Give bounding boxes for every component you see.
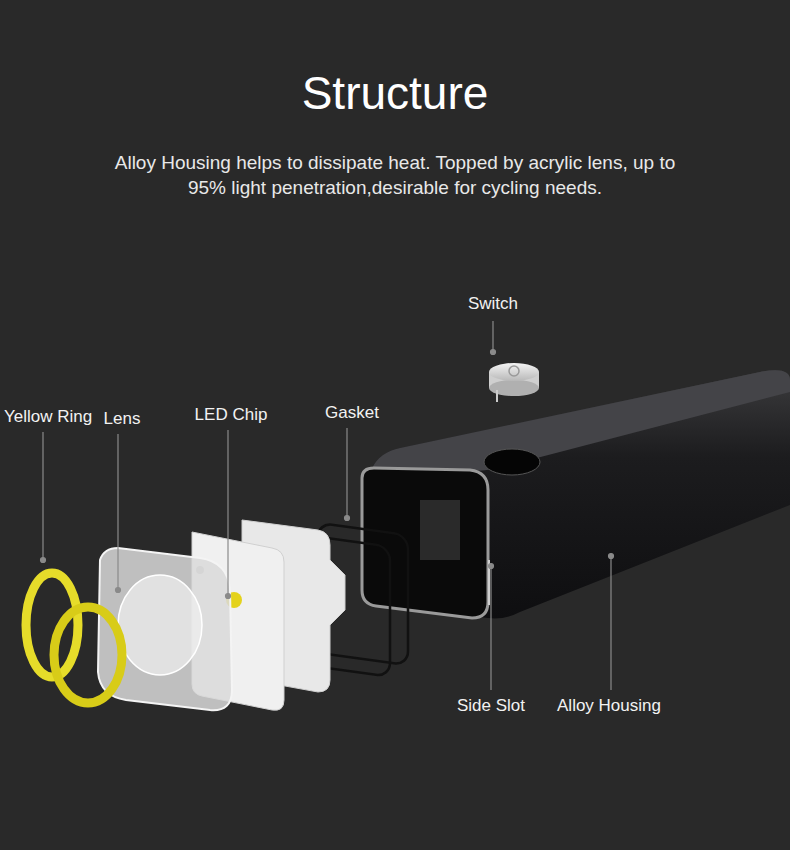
part-label: Yellow Ring <box>4 407 92 427</box>
part-label: Switch <box>468 294 518 314</box>
part-label: Gasket <box>325 403 379 423</box>
page-title: Structure <box>0 66 790 120</box>
part-label: LED Chip <box>195 405 268 425</box>
part-label: Alloy Housing <box>557 696 661 716</box>
part-label: Side Slot <box>457 696 525 716</box>
page-caption: Alloy Housing helps to dissipate heat. T… <box>95 150 695 200</box>
part-label: Lens <box>104 409 141 429</box>
